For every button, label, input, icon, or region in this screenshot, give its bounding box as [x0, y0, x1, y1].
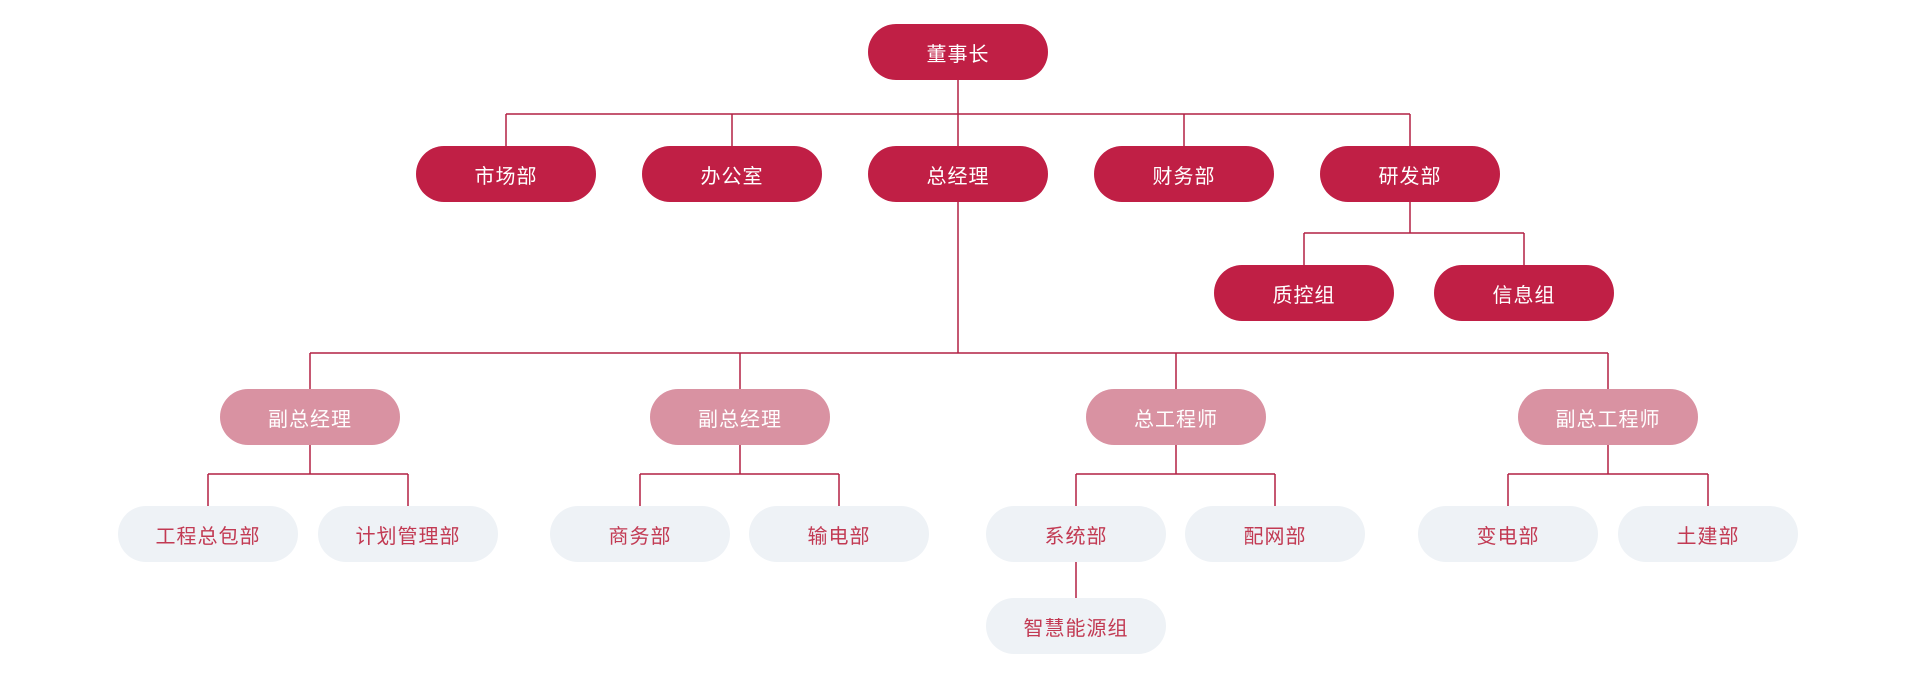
org-node-depchiefeng[interactable]: 副总工程师: [1518, 389, 1698, 445]
org-node-systems[interactable]: 系统部: [986, 506, 1166, 562]
org-node-infogrp[interactable]: 信息组: [1434, 265, 1614, 321]
org-node-label: 土建部: [1676, 525, 1740, 548]
org-node-label: 副总工程师: [1555, 408, 1661, 431]
org-node-chairman[interactable]: 董事长: [868, 24, 1048, 80]
org-node-label: 董事长: [926, 43, 990, 66]
org-node-label: 市场部: [474, 165, 538, 188]
org-node-chiefeng[interactable]: 总工程师: [1086, 389, 1266, 445]
org-node-label: 质控组: [1272, 284, 1336, 307]
org-node-label: 工程总包部: [155, 525, 261, 548]
org-node-gm[interactable]: 总经理: [868, 146, 1048, 202]
org-node-planning[interactable]: 计划管理部: [318, 506, 498, 562]
org-node-business[interactable]: 商务部: [550, 506, 730, 562]
org-node-marketing[interactable]: 市场部: [416, 146, 596, 202]
org-node-transmission[interactable]: 输电部: [749, 506, 929, 562]
org-node-distribution[interactable]: 配网部: [1185, 506, 1365, 562]
org-node-epc[interactable]: 工程总包部: [118, 506, 298, 562]
org-node-dgm1[interactable]: 副总经理: [220, 389, 400, 445]
org-node-office[interactable]: 办公室: [642, 146, 822, 202]
org-node-label: 系统部: [1044, 525, 1108, 548]
org-node-label: 办公室: [700, 165, 764, 188]
org-node-civil[interactable]: 土建部: [1618, 506, 1798, 562]
org-node-label: 总工程师: [1134, 408, 1218, 431]
org-node-label: 研发部: [1378, 165, 1442, 188]
org-node-label: 副总经理: [698, 408, 782, 431]
org-node-label: 智慧能源组: [1023, 617, 1129, 640]
org-node-label: 商务部: [608, 525, 672, 548]
org-node-substation[interactable]: 变电部: [1418, 506, 1598, 562]
org-node-label: 变电部: [1476, 525, 1540, 548]
org-node-qc[interactable]: 质控组: [1214, 265, 1394, 321]
org-node-finance[interactable]: 财务部: [1094, 146, 1274, 202]
org-node-label: 配网部: [1243, 525, 1307, 548]
org-node-label: 信息组: [1492, 284, 1556, 307]
org-node-label: 财务部: [1152, 165, 1216, 188]
org-node-label: 总经理: [926, 165, 990, 188]
org-node-label: 副总经理: [268, 408, 352, 431]
org-node-smartenergy[interactable]: 智慧能源组: [986, 598, 1166, 654]
org-node-rd[interactable]: 研发部: [1320, 146, 1500, 202]
org-node-dgm2[interactable]: 副总经理: [650, 389, 830, 445]
org-node-label: 计划管理部: [355, 525, 461, 548]
org-node-label: 输电部: [807, 525, 871, 548]
